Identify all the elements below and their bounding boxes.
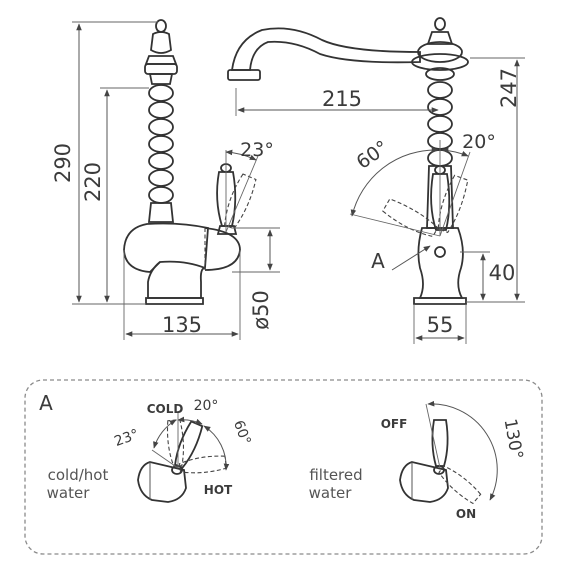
side-view-body xyxy=(123,222,241,305)
dim-reach: 215 xyxy=(322,87,362,111)
detail-cold-label: COLD xyxy=(147,402,184,416)
side-view-dimensions xyxy=(72,21,280,340)
detail-right-caption-2: water xyxy=(309,484,353,502)
detail-left-caption-2: water xyxy=(47,484,91,502)
side-view-column xyxy=(144,19,178,223)
dim-base-diameter: ø50 xyxy=(249,290,273,330)
front-view-spout xyxy=(227,27,421,81)
angle-right-front: 60° xyxy=(352,136,392,173)
detail-off-label: OFF xyxy=(381,417,408,431)
detail-on-label: ON xyxy=(456,507,476,521)
detail-angle-20: 20° xyxy=(194,398,219,414)
side-view xyxy=(72,19,280,340)
detail-angle-23: 23° xyxy=(112,426,141,450)
detail-left-caption-1: cold/hot xyxy=(48,466,109,484)
side-view-handle xyxy=(216,149,259,235)
front-view-dimensions xyxy=(235,57,525,344)
front-view-handle xyxy=(349,140,471,271)
detail-hot-label: HOT xyxy=(204,483,233,497)
front-view-column xyxy=(411,17,469,229)
dim-height-right: 247 xyxy=(497,68,521,108)
detail-title: A xyxy=(39,391,53,415)
detail-right-drawing xyxy=(399,400,498,505)
dim-base-width-side: 135 xyxy=(162,313,202,337)
dim-base-width-front: 55 xyxy=(427,313,454,337)
detail-box xyxy=(24,379,543,555)
dim-height-total: 290 xyxy=(51,143,75,183)
detail-left-drawing xyxy=(137,412,230,503)
dim-handle-offset: 40 xyxy=(489,261,516,285)
dim-height-spout: 220 xyxy=(81,162,105,202)
front-view-body xyxy=(413,227,467,305)
front-view xyxy=(227,17,525,344)
angle-left-handle: 23° xyxy=(240,139,274,161)
angle-right-back: 20° xyxy=(462,131,496,153)
detail-marker: A xyxy=(371,249,385,273)
detail-angle-130: 130° xyxy=(500,417,527,461)
detail-angle-60: 60° xyxy=(230,418,254,447)
detail-right-caption-1: filtered xyxy=(309,466,362,484)
